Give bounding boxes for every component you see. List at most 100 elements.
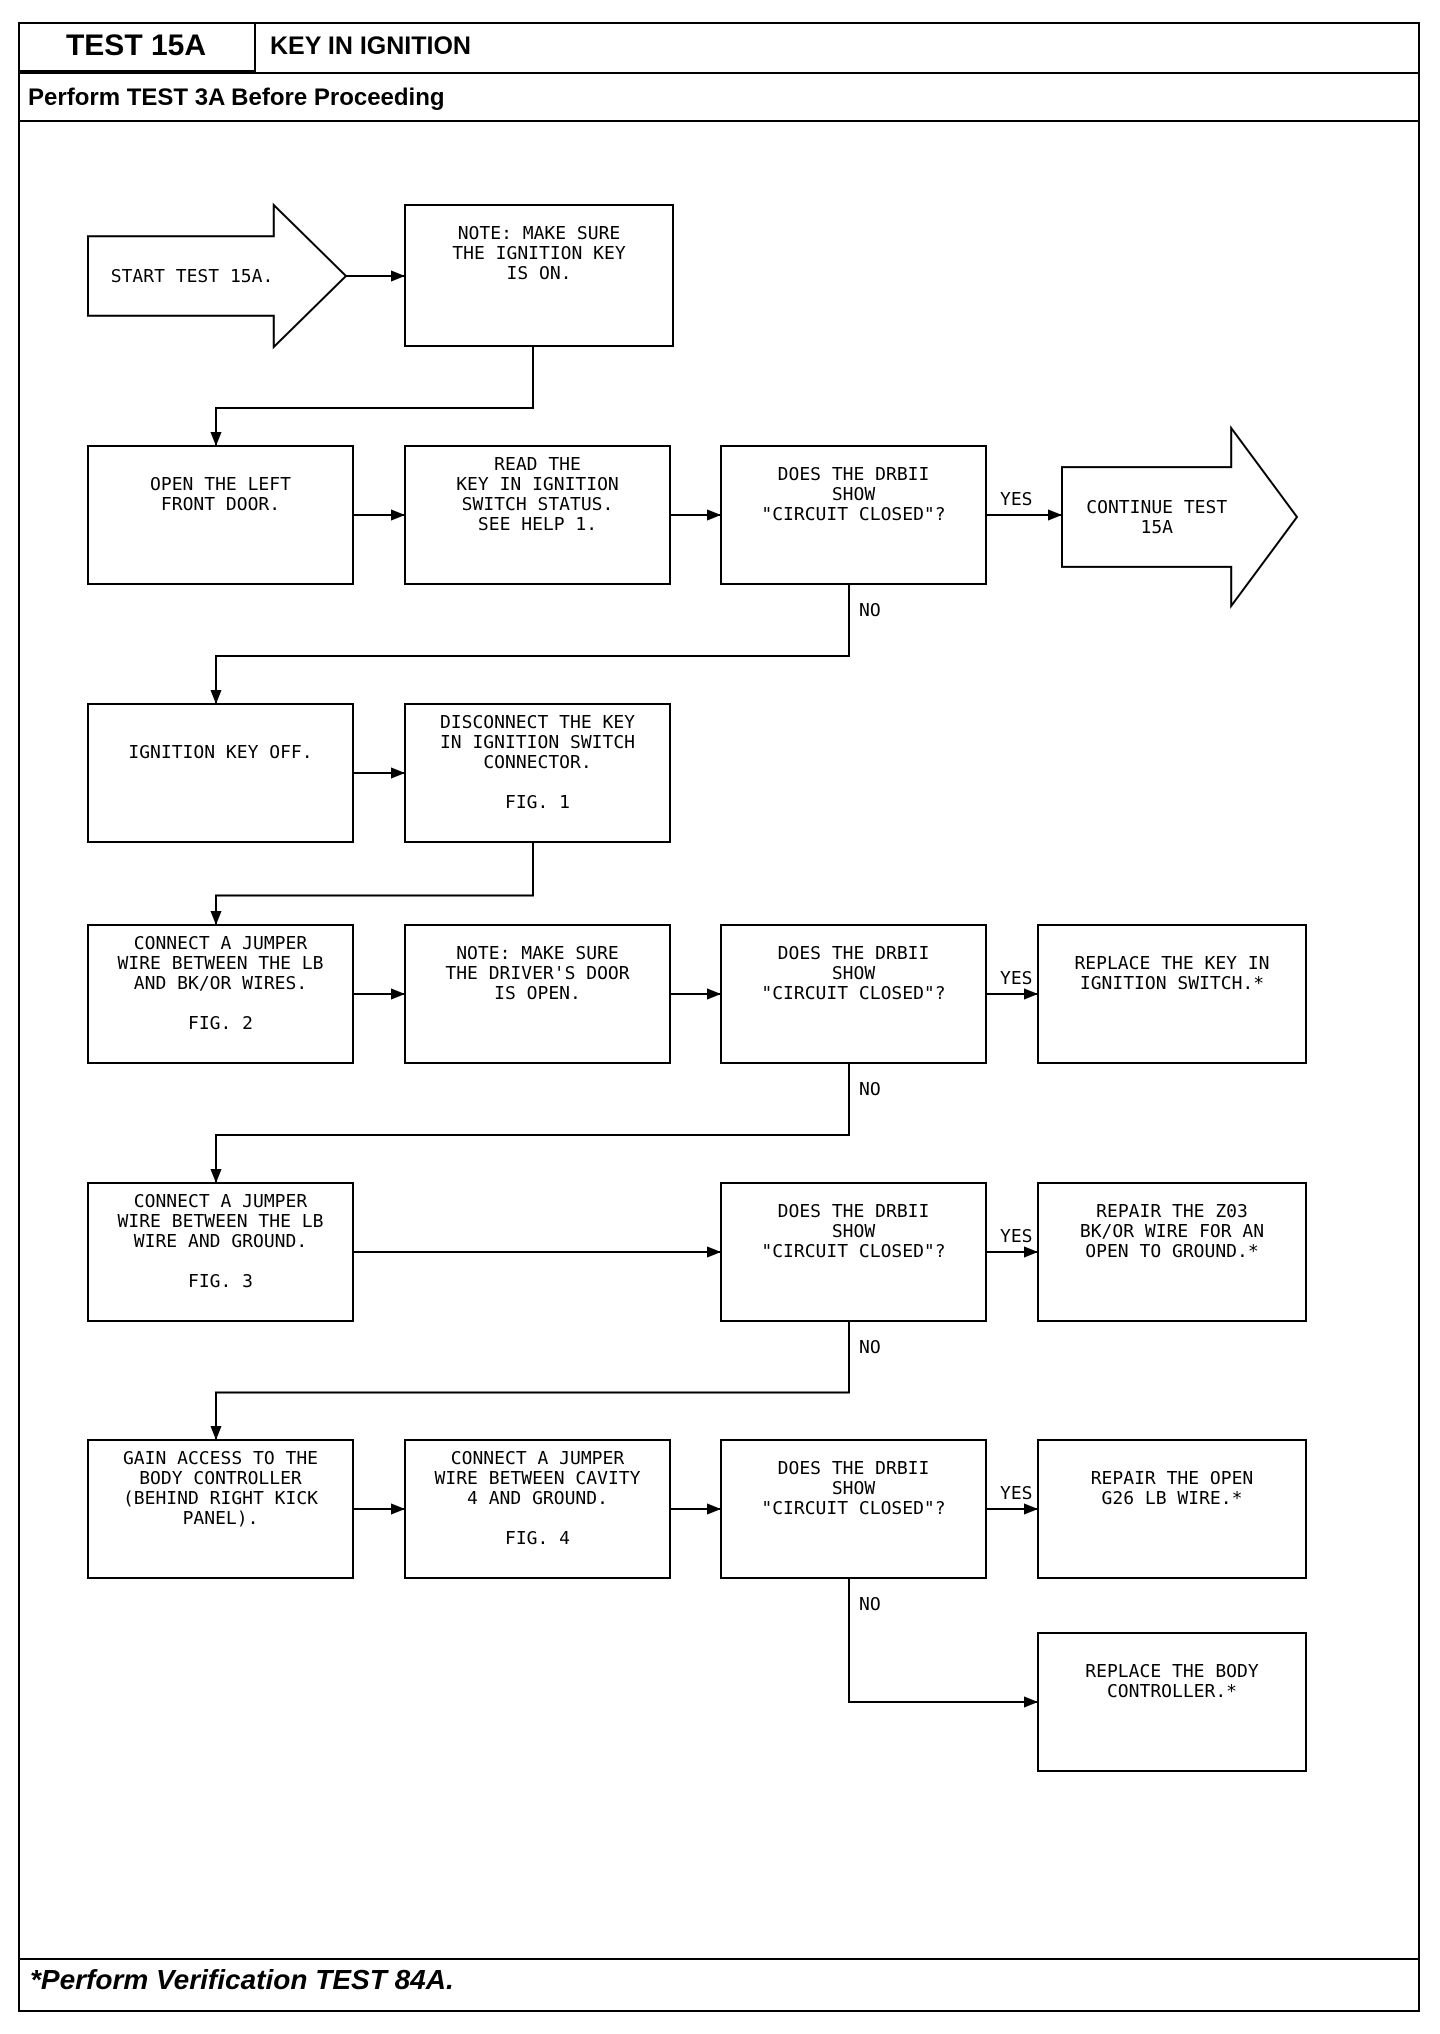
flow-node-line: DOES THE DRBII bbox=[778, 1458, 930, 1479]
flow-node-line: OPEN THE LEFT bbox=[150, 474, 291, 495]
flow-edge-label-no: NO bbox=[859, 600, 881, 621]
flow-box-shape bbox=[87, 703, 354, 843]
flow-node-line: WIRE BETWEEN CAVITY bbox=[435, 1468, 641, 1489]
flow-node-line: CONTROLLER.* bbox=[1107, 1681, 1237, 1702]
flow-box-shape bbox=[720, 924, 987, 1064]
flow-node-line: "CIRCUIT CLOSED"? bbox=[761, 983, 945, 1004]
flow-box-shape bbox=[404, 445, 671, 585]
flow-node-line: WIRE BETWEEN THE LB bbox=[118, 953, 324, 974]
flow-arrow-shape bbox=[87, 202, 348, 350]
flow-edge-q2-to-jumper-lb-ground bbox=[210, 1063, 850, 1183]
flow-edge-label-no: NO bbox=[859, 1079, 881, 1100]
flow-node-line: SWITCH STATUS. bbox=[462, 494, 614, 515]
flow-node-line: 15A bbox=[1140, 517, 1173, 538]
flow-edge-label-no: NO bbox=[859, 1337, 881, 1358]
flow-node-line: DOES THE DRBII bbox=[778, 1201, 930, 1222]
flow-box-shape bbox=[1037, 1439, 1307, 1579]
prerequisite-note: Perform TEST 3A Before Proceeding bbox=[28, 84, 445, 111]
flow-node-line: OPEN TO GROUND.* bbox=[1085, 1241, 1258, 1262]
flow-box-shape bbox=[1037, 1182, 1307, 1322]
flow-node-line: GAIN ACCESS TO THE bbox=[123, 1448, 318, 1469]
flow-node-line: IGNITION KEY OFF. bbox=[128, 742, 312, 763]
flow-node-line: CONNECT A JUMPER bbox=[134, 933, 308, 954]
flow-node-line: PANEL). bbox=[183, 1508, 259, 1529]
flow-node-line: REPAIR THE Z03 bbox=[1096, 1201, 1248, 1222]
flow-box-shape bbox=[720, 1182, 987, 1322]
flow-box-shape bbox=[87, 924, 354, 1064]
flow-node-line: FIG. 3 bbox=[188, 1271, 253, 1292]
flow-node-line: CONNECT A JUMPER bbox=[451, 1448, 625, 1469]
verification-footnote: *Perform Verification TEST 84A. bbox=[30, 1964, 454, 1995]
flow-node-line: IS ON. bbox=[506, 263, 571, 284]
flow-edge-q3-to-access-controller bbox=[210, 1321, 850, 1440]
flow-node-line: FIG. 2 bbox=[188, 1013, 253, 1034]
flow-box-shape bbox=[404, 1439, 671, 1579]
flow-node-line: "CIRCUIT CLOSED"? bbox=[761, 1498, 945, 1519]
flow-node-line: "CIRCUIT CLOSED"? bbox=[761, 1241, 945, 1262]
flow-node-line: SHOW bbox=[832, 963, 876, 984]
flow-node-line: SEE HELP 1. bbox=[478, 514, 597, 535]
flow-arrow-shape bbox=[1061, 424, 1299, 610]
flow-node-line: IS OPEN. bbox=[494, 983, 581, 1004]
flow-node-line: WIRE BETWEEN THE LB bbox=[118, 1211, 324, 1232]
flow-node-line: NOTE: MAKE SURE bbox=[456, 943, 619, 964]
flow-node-line: REPLACE THE KEY IN bbox=[1074, 953, 1269, 974]
flow-node-line: (BEHIND RIGHT KICK bbox=[123, 1488, 318, 1509]
flow-node-line: START TEST 15A. bbox=[111, 266, 274, 287]
flow-box-shape bbox=[720, 1439, 987, 1579]
flow-node-line: "CIRCUIT CLOSED"? bbox=[761, 504, 945, 525]
flow-box-shape bbox=[1037, 1632, 1307, 1772]
flow-node-line: SHOW bbox=[832, 1478, 876, 1499]
flow-node-line: DOES THE DRBII bbox=[778, 464, 930, 485]
flow-node-line: THE DRIVER'S DOOR bbox=[445, 963, 629, 984]
test-id: TEST 15A bbox=[18, 22, 256, 72]
flow-box-shape bbox=[404, 924, 671, 1064]
flow-node-line: IN IGNITION SWITCH bbox=[440, 732, 635, 753]
flow-box-shape bbox=[87, 445, 354, 585]
flow-edge-label-yes: YES bbox=[1000, 968, 1033, 989]
flow-edge-label-yes: YES bbox=[1000, 1483, 1033, 1504]
footer-divider bbox=[18, 1958, 1420, 1960]
flow-node-line: FIG. 4 bbox=[505, 1528, 570, 1549]
flow-edge-label-no: NO bbox=[859, 1594, 881, 1615]
flow-node-line: AND BK/OR WIRES. bbox=[134, 973, 307, 994]
flow-edge-q1-to-key-off bbox=[210, 584, 850, 704]
flow-node-line: WIRE AND GROUND. bbox=[134, 1231, 307, 1252]
flow-edge-note-key-on-to-open-door bbox=[210, 346, 534, 446]
flow-box-shape bbox=[87, 1182, 354, 1322]
flow-node-line: CONTINUE TEST bbox=[1086, 497, 1227, 518]
flow-node-line: IGNITION SWITCH.* bbox=[1080, 973, 1264, 994]
flow-node-line: NOTE: MAKE SURE bbox=[458, 223, 621, 244]
flow-node-line: FRONT DOOR. bbox=[161, 494, 280, 515]
page-frame bbox=[18, 22, 1420, 2012]
flow-edge-disconnect-to-jumper-lb-bkor bbox=[210, 842, 534, 925]
flow-node-line: KEY IN IGNITION bbox=[456, 474, 619, 495]
flow-node-line: DOES THE DRBII bbox=[778, 943, 930, 964]
flow-node-line: 4 AND GROUND. bbox=[467, 1488, 608, 1509]
flow-edge-label-yes: YES bbox=[1000, 489, 1033, 510]
flow-node-line: CONNECTOR. bbox=[483, 752, 591, 773]
flow-node-line: REPLACE THE BODY bbox=[1085, 1661, 1259, 1682]
test-title: KEY IN IGNITION bbox=[270, 32, 471, 60]
flow-node-line: BK/OR WIRE FOR AN bbox=[1080, 1221, 1264, 1242]
flow-node-line: DISCONNECT THE KEY bbox=[440, 712, 635, 733]
flow-edge-q4-to-replace-controller bbox=[848, 1578, 1038, 1708]
header-divider bbox=[18, 72, 1420, 74]
flow-node-line: SHOW bbox=[832, 484, 876, 505]
flow-node-line: SHOW bbox=[832, 1221, 876, 1242]
flow-box-shape bbox=[1037, 924, 1307, 1064]
